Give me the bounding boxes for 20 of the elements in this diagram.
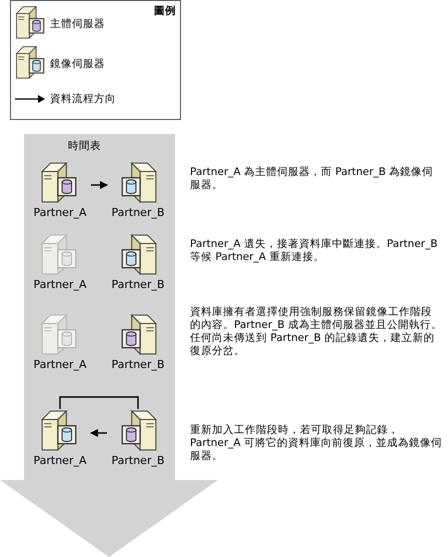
step-description: 資料庫擁有者選擇使用強制服務保留鏡像工作階段的內容。Partner_B 成為主體伺服器並且公開執行。任何尚未傳送到 Partner_B 的記錄遺失，建立新的復原分岔。 bbox=[190, 306, 442, 358]
server-label: Partner_B bbox=[110, 454, 166, 467]
server-label: Partner_B bbox=[110, 206, 166, 219]
timeline-heading: 時間表 bbox=[68, 139, 101, 153]
arrow bbox=[91, 181, 108, 189]
legend-label: 資料流程方向 bbox=[50, 92, 116, 106]
server-label: Partner_B bbox=[110, 358, 166, 371]
legend-title: 圖例 bbox=[154, 4, 176, 18]
connector-line bbox=[59, 396, 139, 409]
server-label: Partner_A bbox=[32, 358, 88, 371]
step-description: Partner_A 遺失，接著資料庫中斷連接。Partner_B 等候 Partner_A 重新連接。 bbox=[190, 238, 439, 264]
legend-label: 鏡像伺服器 bbox=[50, 57, 105, 71]
legend-label: 主體伺服器 bbox=[50, 17, 105, 31]
server-label: Partner_B bbox=[110, 278, 166, 291]
arrow bbox=[90, 429, 107, 437]
server-label: Partner_A bbox=[32, 454, 88, 467]
server-label: Partner_A bbox=[32, 206, 88, 219]
server-label: Partner_A bbox=[32, 278, 88, 291]
step-description: Partner_A 為主體伺服器，而 Partner_B 為鏡像伺服器。 bbox=[190, 166, 434, 192]
step-description: 重新加入工作階段時，若可取得足夠記錄，Partner_A 可將它的資料庫向前復原，並成為鏡像伺服器。 bbox=[190, 424, 442, 463]
